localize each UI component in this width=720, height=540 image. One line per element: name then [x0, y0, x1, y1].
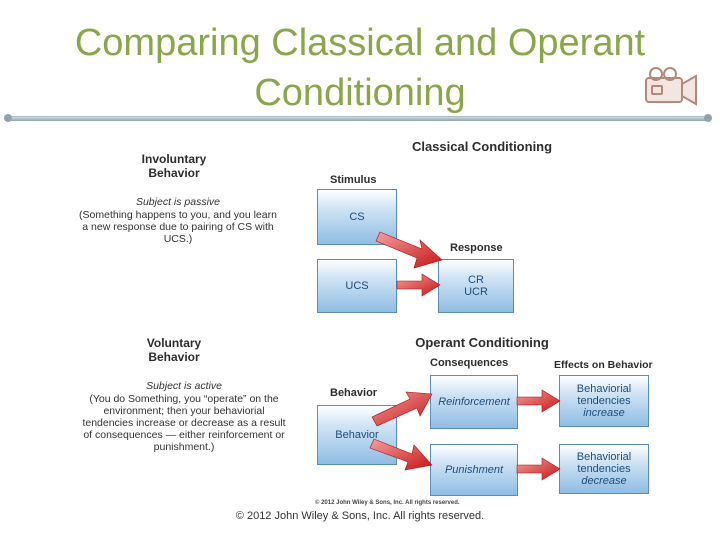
arrow-punishment-to-effect [516, 457, 561, 481]
operant-heading: Operant Conditioning [415, 335, 549, 350]
reinforcement-box: Reinforcement [430, 375, 518, 429]
classical-heading: Classical Conditioning [411, 139, 553, 154]
conditioning-diagram: Classical Conditioning Involuntary Behav… [72, 132, 662, 517]
behavior-box: Behavior [317, 405, 397, 465]
effect-decrease-word: decrease [581, 475, 627, 487]
cs-box: CS [317, 189, 397, 245]
voluntary-desc-1: Subject is active [146, 380, 222, 392]
consequences-label: Consequences [430, 357, 509, 369]
stimulus-label: Stimulus [330, 174, 377, 186]
cr-ucr-box: CR UCR [438, 259, 514, 313]
punishment-text: Punishment [444, 464, 504, 476]
arrow-reinforcement-to-effect [516, 389, 561, 413]
reinforcement-text: Reinforcement [438, 396, 510, 408]
slide-title-line1: Comparing Classical and Operant [74, 22, 646, 64]
slide-footer: © 2012 John Wiley & Sons, Inc. All right… [235, 510, 485, 522]
response-label: Response [450, 242, 503, 254]
slide-title-line2: Conditioning [254, 72, 466, 114]
involuntary-desc-2: (Something happens to you, and you learn… [79, 209, 277, 245]
effect-increase-text: Behaviorial tendencies [576, 383, 632, 407]
ucs-box: UCS [317, 259, 397, 313]
punishment-box: Punishment [430, 444, 518, 496]
involuntary-behavior-title: Involuntary Behavior [141, 152, 207, 180]
slide-title: Comparing Classical and Operant Conditio… [0, 18, 720, 118]
ucs-text: UCS [345, 280, 369, 292]
ucr-text: UCR [464, 286, 488, 298]
title-divider [4, 114, 712, 122]
voluntary-behavior-title: Voluntary Behavior [146, 336, 202, 364]
behavior-label: Behavior [330, 387, 378, 399]
video-camera-icon [645, 67, 697, 106]
arrow-ucs-to-response [396, 273, 441, 297]
behavior-text: Behavior [335, 429, 379, 441]
voluntary-desc-2: (You do Something, you “operate” on the … [82, 393, 286, 453]
effects-label: Effects on Behavior [554, 359, 653, 371]
cr-text: CR [468, 274, 484, 286]
cs-text: CS [349, 211, 365, 223]
effect-decrease-text: Behaviorial tendencies [576, 451, 632, 475]
effect-increase-box: Behaviorial tendencies increase [559, 375, 649, 427]
involuntary-desc-1: Subject is passive [135, 196, 221, 208]
figure-copyright: © 2012 John Wiley & Sons, Inc. All right… [315, 500, 460, 506]
effect-decrease-box: Behaviorial tendencies decrease [559, 444, 649, 494]
effect-increase-word: increase [583, 407, 625, 419]
